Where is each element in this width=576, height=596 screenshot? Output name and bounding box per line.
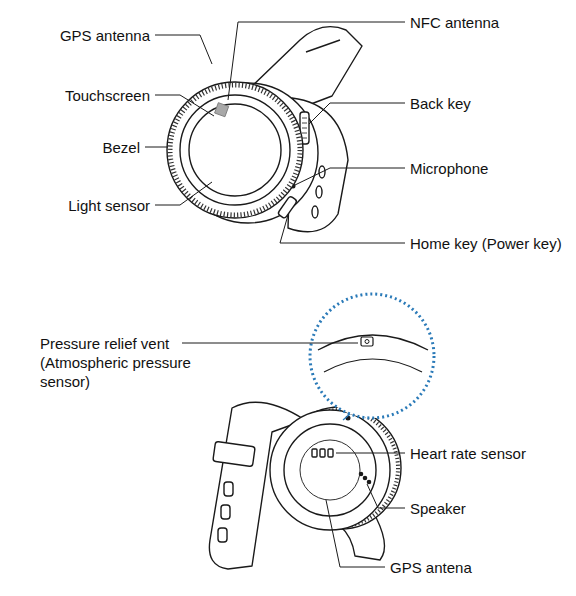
leader-line: [228, 22, 405, 100]
zoom-circle: [310, 294, 434, 418]
zoom-pointer: [343, 414, 350, 420]
part-label: Pressure relief vent (Atmospheric pressu…: [40, 334, 212, 391]
back-plate-ring: [300, 440, 360, 500]
back-plate: [284, 424, 376, 516]
part-label: Home key (Power key): [410, 234, 562, 253]
bezel-knurl: [170, 85, 300, 215]
leader-line: [326, 500, 385, 567]
leader-line: [336, 453, 405, 454]
part-label: GPS antena: [390, 558, 472, 577]
case-rim: [324, 359, 422, 372]
leader-line: [155, 95, 214, 116]
leader-lines: [145, 22, 405, 567]
leader-line: [155, 35, 212, 64]
part-label: Light sensor: [68, 196, 150, 215]
bezel: [167, 82, 303, 218]
strap-hole: [316, 186, 322, 198]
back-watch: [209, 402, 401, 569]
leader-line: [295, 168, 405, 185]
heart-rate-sensor: [320, 449, 325, 457]
pressure-vent: [361, 337, 373, 346]
leader-line: [280, 215, 405, 243]
zoom-detail: [310, 294, 434, 420]
strap-hole: [221, 505, 230, 519]
case-back: [270, 410, 390, 530]
part-label: Bezel: [102, 138, 140, 157]
speaker-hole: [367, 480, 370, 483]
speaker-hole: [359, 472, 362, 475]
part-label: Touchscreen: [65, 86, 150, 105]
speaker-hole: [363, 476, 366, 479]
key-ridges: [302, 118, 307, 138]
part-label: GPS antenna: [60, 26, 150, 45]
nfc-marker: [215, 103, 229, 117]
strap-edge: [306, 40, 340, 52]
part-label: Microphone: [410, 159, 488, 178]
leader-line: [309, 103, 405, 124]
pressure-vent-hole: [365, 340, 369, 344]
touchscreen: [189, 104, 281, 196]
part-label: Back key: [410, 94, 471, 113]
leader-line: [182, 343, 358, 344]
leader-line: [155, 182, 212, 205]
strap-keeper: [213, 441, 255, 466]
part-label: NFC antenna: [410, 13, 499, 32]
strap-hole: [218, 528, 227, 542]
leader-line: [367, 484, 405, 508]
strap-hole: [224, 482, 233, 496]
bezel-ring: [180, 95, 290, 205]
leader-line: [145, 147, 168, 148]
heart-rate-sensor: [312, 449, 317, 457]
heart-rate-sensor: [328, 449, 333, 457]
part-label: Heart rate sensor: [410, 444, 526, 463]
part-label: Speaker: [410, 499, 466, 518]
strap-hole: [312, 206, 318, 218]
front-watch: [167, 27, 362, 232]
